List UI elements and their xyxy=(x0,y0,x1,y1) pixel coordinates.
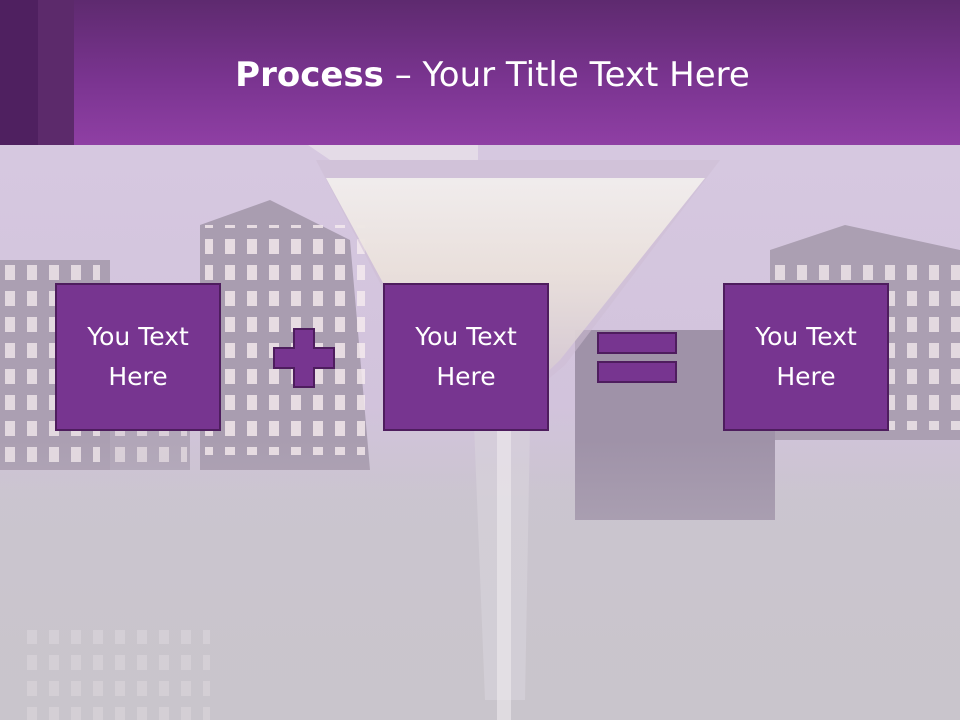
process-box-2[interactable]: You Text Here xyxy=(383,283,549,431)
plus-icon xyxy=(273,328,335,388)
process-box-text: You Text Here xyxy=(415,322,517,391)
equals-icon xyxy=(597,332,677,383)
process-box-1[interactable]: You Text Here xyxy=(55,283,221,431)
header-accent-strip xyxy=(0,0,38,145)
title-dash: – xyxy=(383,55,423,95)
process-box-3[interactable]: You Text Here xyxy=(723,283,889,431)
process-box-text: You Text Here xyxy=(755,322,857,391)
slide-title: Process – Your Title Text Here xyxy=(0,52,960,98)
title-bar xyxy=(0,0,960,145)
title-text: Your Title Text Here xyxy=(422,55,750,95)
title-bold: Process xyxy=(235,55,384,95)
header-accent-strip xyxy=(38,0,74,145)
process-box-text: You Text Here xyxy=(87,322,189,391)
